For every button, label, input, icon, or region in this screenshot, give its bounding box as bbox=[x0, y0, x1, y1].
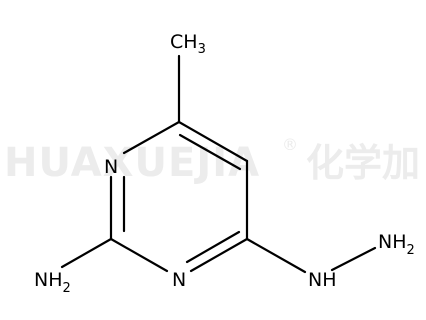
bond-n3-c2 bbox=[109, 237, 169, 273]
atom-labels: CH3 N N NH2 NH NH2 bbox=[34, 31, 415, 296]
watermark-registered-mark: ® bbox=[282, 135, 298, 154]
bond-c2-amine bbox=[60, 237, 113, 269]
bond-c6-c5-inner bbox=[178, 133, 242, 171]
label-nh2-right: NH2 bbox=[378, 231, 415, 258]
bond-nh-nh2 bbox=[330, 246, 377, 272]
label-ch3: CH3 bbox=[170, 31, 206, 57]
label-n-ring-lower: N bbox=[172, 269, 186, 291]
bond-c4-n3 bbox=[189, 237, 249, 273]
bond-c4-n3-inner bbox=[185, 230, 241, 264]
label-nh2-left: NH2 bbox=[34, 269, 71, 296]
bond-c6-c5 bbox=[177, 120, 249, 163]
watermark-cjk: 化学加 bbox=[306, 141, 420, 185]
bond-c4-nh bbox=[245, 237, 307, 274]
bonds bbox=[60, 54, 377, 274]
bond-c6-n1 bbox=[122, 120, 181, 155]
label-n-ring-upper: N bbox=[104, 156, 118, 178]
label-nh: NH bbox=[308, 269, 337, 291]
watermark: HUAXUEJIA ® 化学加 bbox=[4, 135, 420, 186]
